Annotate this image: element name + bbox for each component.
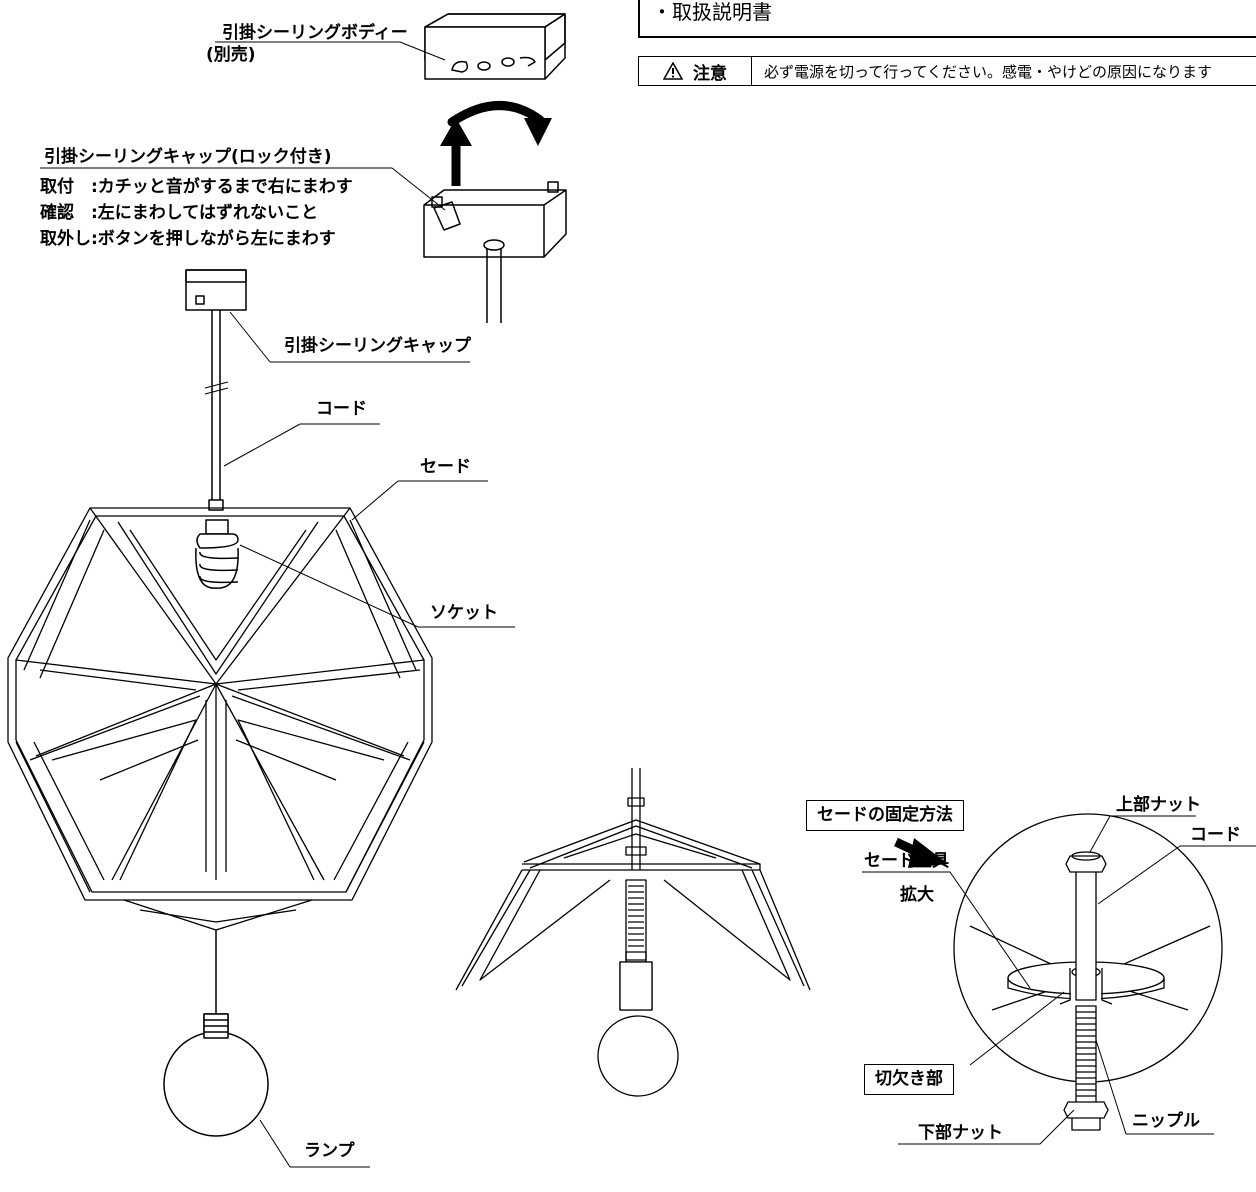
- label-cord: コード: [316, 399, 367, 419]
- label-notch: 切欠き部: [864, 1064, 954, 1095]
- warning-triangle-icon: [663, 62, 683, 80]
- document-title-box: ・取扱説明書: [638, 0, 1256, 38]
- label-upper-nut: 上部ナット: [1116, 795, 1201, 815]
- label-socket: ソケット: [430, 603, 498, 623]
- socket-illustration: [195, 519, 239, 589]
- label-nipple: ニップル: [1132, 1111, 1200, 1131]
- label-enlarge: 拡大: [900, 885, 934, 905]
- enlarge-arrow-icon: [894, 837, 948, 868]
- lamp-illustration: [163, 930, 269, 1137]
- caution-label: 注意: [693, 63, 727, 84]
- label-ceiling-cap: 引掛シーリングキャップ: [284, 336, 471, 356]
- instruction-attach: 取付 :カチッと音がするまで右にまわす: [40, 177, 353, 197]
- detail-circle-illustration: [953, 813, 1223, 1131]
- label-ceiling-body-note: (別売): [206, 45, 256, 65]
- detail-title: セードの固定方法: [806, 800, 964, 831]
- instruction-remove: 取外し:ボタンを押しながら左にまわす: [40, 229, 336, 249]
- document-title: ・取扱説明書: [652, 0, 772, 24]
- detail-leader-lines: [862, 815, 1256, 1145]
- lock-cap-illustration: [423, 181, 567, 323]
- label-lamp: ランプ: [304, 1141, 355, 1161]
- mid-shade-illustration: [455, 768, 811, 1097]
- shade-frame-illustration: [7, 507, 433, 931]
- up-arrow-icon: [440, 118, 472, 186]
- instruction-confirm: 確認 :左にまわしてはずれないこと: [40, 203, 318, 223]
- label-ceiling-cap-lock: 引掛シーリングキャップ(ロック付き): [44, 147, 332, 167]
- label-shade: セード: [420, 457, 471, 477]
- caution-bar: 注意 必ず電源を切って行ってください。感電・やけどの原因になります: [638, 56, 1256, 86]
- label-shade-fitting: セード金具: [864, 851, 949, 871]
- caution-message: 必ず電源を切って行ってください。感電・やけどの原因になります: [764, 62, 1213, 81]
- label-lower-nut: 下部ナット: [918, 1123, 1003, 1143]
- ceiling-body-illustration: [424, 13, 566, 80]
- pendant-cap-illustration: [185, 269, 247, 511]
- label-ceiling-body: 引掛シーリングボディー: [222, 23, 408, 43]
- leader-lines: [40, 41, 515, 1168]
- rotate-arrow-icon: [447, 101, 552, 146]
- caution-label-cell: 注意: [639, 57, 752, 85]
- label-detail-cord: コード: [1190, 825, 1241, 845]
